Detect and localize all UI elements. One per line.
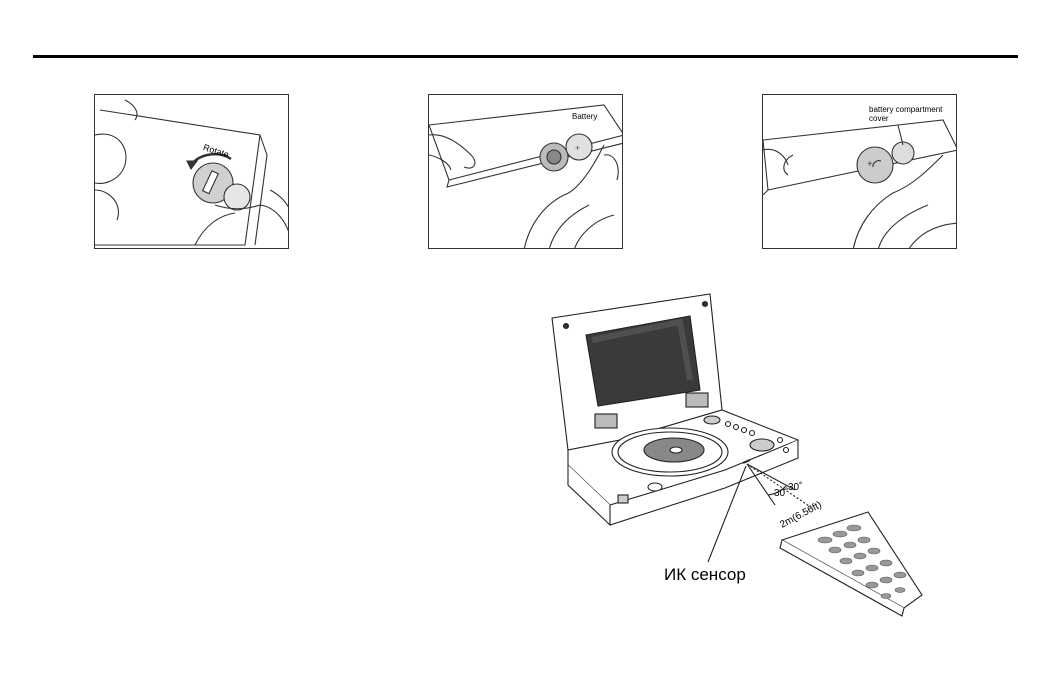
- distance-label: 2m(6.56ft): [778, 500, 823, 531]
- rotate-label: Rotate: [202, 142, 230, 160]
- svg-text:+: +: [575, 143, 580, 153]
- header-rule: [33, 55, 1018, 58]
- figure-rotate-cover: Rotate: [94, 94, 289, 249]
- left-speaker: [595, 414, 617, 428]
- rotate-cover-illustration: Rotate: [95, 95, 289, 249]
- cover-label-line1: battery compartment: [869, 105, 943, 114]
- insert-battery-illustration: + Battery: [429, 95, 623, 249]
- svg-text:+: +: [867, 159, 873, 170]
- right-speaker: [686, 393, 708, 407]
- figure-close-cover: + battery compartment cover: [762, 94, 957, 249]
- figure-insert-battery: + Battery: [428, 94, 623, 249]
- battery-label: Battery: [572, 112, 597, 121]
- cover-label-line2: cover: [869, 114, 889, 123]
- ir-sensor-label: ИК сенсор: [664, 565, 746, 585]
- angle-left-label: 30˚: [774, 487, 788, 499]
- close-cover-illustration: + battery compartment cover: [763, 95, 957, 249]
- dpad: [750, 439, 774, 451]
- angle-right-label: 30˚: [788, 481, 802, 493]
